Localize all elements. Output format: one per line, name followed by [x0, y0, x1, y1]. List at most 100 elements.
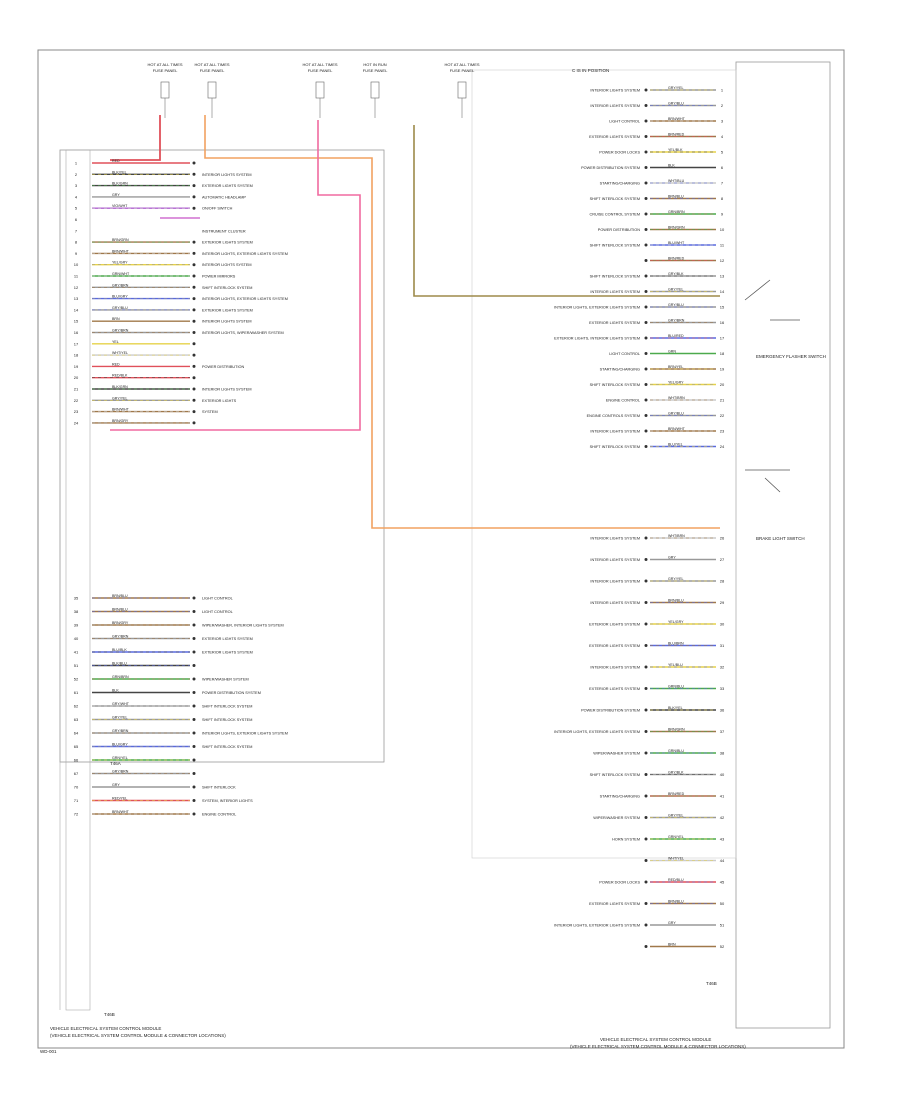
- pin-number: 52: [74, 677, 79, 682]
- source-label: INTERIOR LIGHTS SYSTEM: [590, 580, 640, 584]
- pin-number: 12: [720, 258, 725, 263]
- pin-number: 64: [74, 731, 79, 736]
- pin-number: 14: [720, 289, 725, 294]
- connector-dot: [644, 228, 648, 231]
- connector-dot: [644, 336, 648, 340]
- source-label: POWER DISTRIBUTION SYSTEM: [581, 166, 640, 170]
- wire-color-code: GRY: [112, 193, 120, 197]
- source-label: SHIFT INTERLOCK SYSTEM: [590, 445, 640, 449]
- wire-color-code: RED/BLU: [668, 878, 684, 882]
- source-label: WIPER/WASHER SYSTEM: [593, 752, 640, 756]
- connector-dot: [192, 704, 196, 708]
- pin-number: 9: [75, 251, 78, 256]
- connector-dot: [644, 794, 648, 798]
- connector-dot: [644, 665, 648, 669]
- source-label: LIGHT CONTROL: [609, 120, 640, 124]
- pin-number: 24: [74, 420, 79, 425]
- connector-dot: [644, 150, 648, 154]
- wire-color-code: GRY/YEL: [668, 288, 684, 292]
- pin-number: 43: [720, 837, 725, 842]
- connector-dot: [644, 259, 648, 262]
- pin-number: 5: [75, 206, 78, 211]
- pin-number: 9: [721, 212, 724, 217]
- pin-number: 1: [75, 161, 78, 166]
- wire-color-code: VIO/WHT: [112, 204, 128, 208]
- pin-number: 1: [721, 88, 724, 93]
- wire-color-code: BRN/GRY: [112, 621, 129, 625]
- connector-dot: [644, 197, 648, 200]
- connector-dot: [644, 181, 648, 185]
- connector-dot: [644, 104, 648, 107]
- wire-color-code: GRY/YEL: [668, 577, 684, 581]
- wire-color-code: GRY/BRN: [112, 729, 129, 733]
- connector-dot: [644, 119, 648, 123]
- mid-connector-label: T46A: [110, 761, 121, 766]
- wire-color-code: GRY/BRN: [112, 770, 129, 774]
- fuse-header-label: HOT IN RUN: [363, 62, 386, 67]
- connector-dot: [192, 623, 196, 627]
- wire-color-code: YEL/GRY: [112, 261, 128, 265]
- pin-number: 31: [720, 643, 725, 648]
- connector-dot: [192, 421, 196, 425]
- source-label: STARTING/CHARGING: [600, 368, 640, 372]
- source-label: EXTERIOR LIGHTS SYSTEM: [589, 321, 640, 325]
- connector-dot: [192, 195, 196, 199]
- connector-dot: [192, 206, 196, 210]
- pin-number: 6: [75, 217, 78, 222]
- wire-color-code: BRN: [112, 317, 120, 321]
- pin-number: 44: [720, 858, 725, 863]
- pin-number: 21: [720, 398, 725, 403]
- diagram-border: [37, 49, 845, 1049]
- connector-dot: [192, 184, 196, 188]
- destination-label: INTERIOR LIGHTS SYSTEM: [202, 320, 252, 324]
- destination-label: INTERIOR LIGHTS SYSTEM: [202, 263, 252, 267]
- wire-color-code: BRN/GRN: [668, 728, 685, 732]
- wire-color-code: GRY/BLK: [668, 771, 684, 775]
- source-label: INTERIOR LIGHTS, EXTERIOR LIGHTS SYSTEM: [554, 924, 640, 928]
- wire-color-code: BRN/GRN: [112, 238, 129, 242]
- source-label: INTERIOR LIGHTS SYSTEM: [590, 537, 640, 541]
- destination-label: EXTERIOR LIGHTS SYSTEM: [202, 241, 253, 245]
- source-label: POWER DISTRIBUTION: [598, 228, 640, 232]
- destination-label: SHIFT INTERLOCK SYSTEM: [202, 705, 252, 709]
- wire-pink-feed: [110, 120, 361, 431]
- destination-label: INTERIOR LIGHTS, EXTERIOR LIGHTS SYSTEM: [202, 252, 288, 256]
- wire-color-code: GRN: [668, 350, 676, 354]
- connector-dot: [192, 785, 196, 789]
- pin-row: 24 BRN/GRY: [74, 419, 196, 425]
- wire-color-code: BRN/GRY: [112, 419, 129, 423]
- wire-color-code: BLK/GRN: [112, 182, 128, 186]
- pin-number: 51: [720, 923, 725, 928]
- figure-id: WD-001: [40, 1049, 57, 1054]
- left-title-1: VEHICLE ELECTRICAL SYSTEM CONTROL MODULE: [50, 1026, 161, 1031]
- wire-color-code: RED/YEL: [112, 797, 127, 801]
- wire-color-code: GRN/BLU: [668, 749, 684, 753]
- destination-label: INTERIOR LIGHTS, WIPER/WASHER SYSTEM: [202, 331, 284, 335]
- connector-dot: [644, 751, 648, 755]
- fuse-header-sub: FUSE PANEL: [153, 68, 178, 73]
- brake-light-switch: BRAKE LIGHT SWITCH: [745, 469, 805, 541]
- wire-color-code: YEL: [112, 340, 119, 344]
- source-label: ENGINE CONTROLS SYSTEM: [587, 414, 640, 418]
- wire-color-code: GRN/BRN: [112, 675, 129, 679]
